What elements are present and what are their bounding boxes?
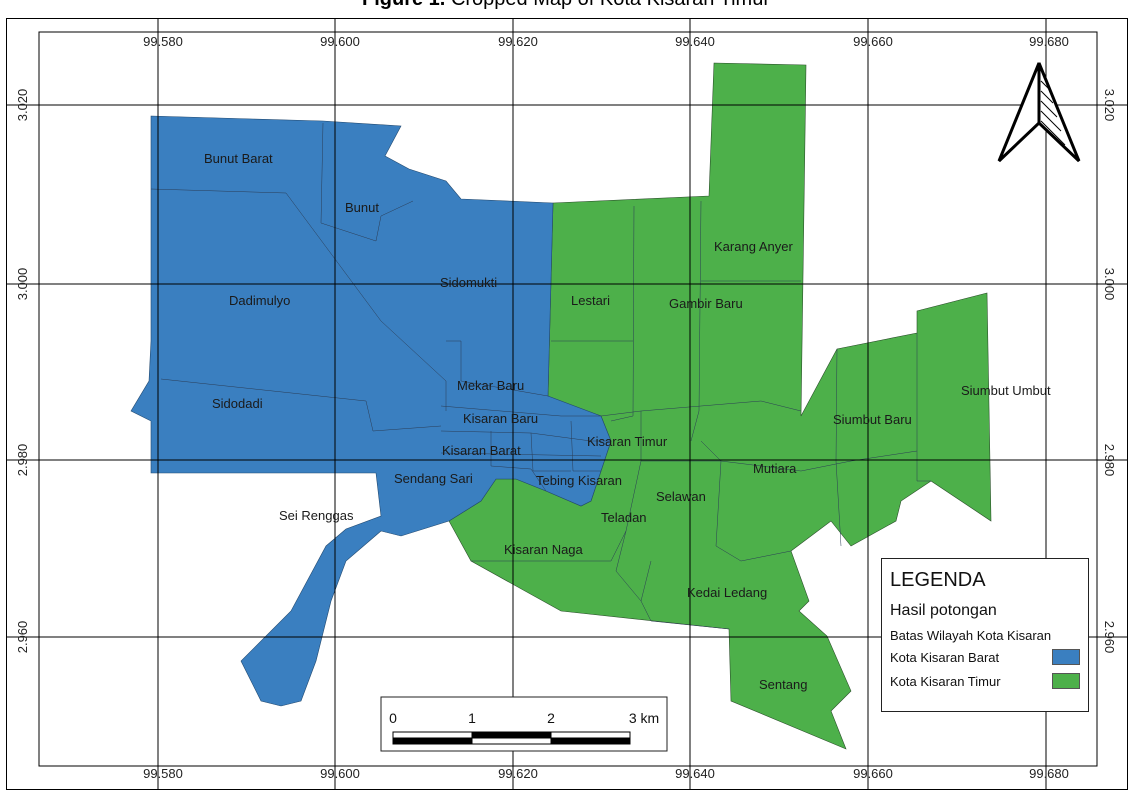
figure-caption: Figure 1. Cropped Map of Kota Kisaran Ti… [0, 0, 1132, 11]
grid-labels-top: 99.580 99.600 99.620 99.640 99.660 99.68… [143, 34, 1069, 49]
x-label-bottom-6: 99.680 [1029, 766, 1069, 781]
scale-seg-1b [392, 737, 473, 745]
place-mutiara[interactable]: Mutiara [753, 461, 797, 476]
place-sendang-sari[interactable]: Sendang Sari [394, 471, 473, 486]
scale-seg-3 [550, 731, 631, 739]
legend-item-timur-label: Kota Kisaran Timur [890, 673, 1001, 689]
place-karang-anyer[interactable]: Karang Anyer [714, 239, 793, 254]
grid-labels-right: 3.020 3.000 2.980 2.960 [1102, 89, 1117, 654]
x-label-bottom-4: 99.640 [675, 766, 715, 781]
x-label-top-3: 99.620 [498, 34, 538, 49]
x-label-top-2: 99.600 [320, 34, 360, 49]
scale-seg-3b [550, 737, 631, 745]
place-sei-renggas[interactable]: Sei Renggas [279, 508, 354, 523]
y-label-left-4: 2.960 [15, 621, 30, 654]
legend-item-barat-label: Kota Kisaran Barat [890, 649, 1000, 665]
place-teladan[interactable]: Teladan [601, 510, 647, 525]
place-kisaran-naga[interactable]: Kisaran Naga [504, 542, 584, 557]
place-dadimulyo[interactable]: Dadimulyo [229, 293, 290, 308]
legend-item-timur[interactable]: Kota Kisaran Timur [890, 673, 1080, 689]
place-sidomukti[interactable]: Sidomukti [440, 275, 497, 290]
place-siumbut-umbut[interactable]: Siumbut Umbut [961, 383, 1051, 398]
x-label-top-4: 99.640 [675, 34, 715, 49]
north-arrow-icon [997, 62, 1081, 163]
place-sentang[interactable]: Sentang [759, 677, 807, 692]
scale-label-1: 1 [468, 710, 476, 726]
legend-swatch-barat [1052, 649, 1080, 665]
place-selawan[interactable]: Selawan [656, 489, 706, 504]
place-gambir-baru[interactable]: Gambir Baru [669, 296, 743, 311]
x-label-top-1: 99.580 [143, 34, 183, 49]
scale-label-2: 2 [547, 710, 555, 726]
x-label-top-6: 99.680 [1029, 34, 1069, 49]
scale-label-3: 3 km [629, 710, 659, 726]
y-label-left-1: 3.020 [15, 89, 30, 122]
scale-seg-2 [471, 731, 552, 739]
grid-labels-left: 3.020 3.000 2.980 2.960 [15, 89, 30, 654]
legend-group: Batas Wilayah Kota Kisaran [890, 628, 1052, 643]
place-labels: Bunut Barat Bunut Sidomukti Dadimulyo Si… [204, 151, 1051, 692]
place-bunut-barat[interactable]: Bunut Barat [204, 151, 273, 166]
y-label-right-4: 2.960 [1102, 621, 1117, 654]
figure-title: Cropped Map of Kota Kisaran Timur [451, 0, 770, 10]
place-siumbut-baru[interactable]: Siumbut Baru [833, 412, 912, 427]
place-kedai-ledang[interactable]: Kedai Ledang [687, 585, 767, 600]
y-label-left-2: 3.000 [15, 268, 30, 301]
map-frame: 99.580 99.600 99.620 99.640 99.660 99.68… [6, 18, 1128, 790]
x-label-bottom-5: 99.660 [853, 766, 893, 781]
x-label-bottom-2: 99.600 [320, 766, 360, 781]
region-kota-kisaran-barat[interactable] [130, 115, 612, 707]
legend-swatch-timur [1052, 673, 1080, 689]
figure-label: Figure 1. [362, 0, 445, 10]
place-lestari[interactable]: Lestari [571, 293, 610, 308]
legend-subtitle: Hasil potongan [890, 602, 997, 619]
scale-seg-1 [392, 731, 473, 739]
coordinate-grid [7, 19, 1127, 789]
legend-title: LEGENDA [890, 569, 986, 591]
map-inner-frame [38, 31, 1098, 767]
legend: LEGENDA Hasil potongan Batas Wilayah Kot… [881, 558, 1089, 712]
place-kisaran-barat[interactable]: Kisaran Barat [442, 443, 521, 458]
y-label-right-2: 3.000 [1102, 268, 1117, 301]
place-kisaran-baru[interactable]: Kisaran Baru [463, 411, 538, 426]
village-boundaries [150, 122, 931, 630]
scale-bar: 0 1 2 3 km [380, 696, 668, 752]
grid-labels-bottom: 99.580 99.600 99.620 99.640 99.660 99.68… [143, 766, 1069, 781]
y-label-left-3: 2.980 [15, 444, 30, 477]
place-sidodadi[interactable]: Sidodadi [212, 396, 263, 411]
map-canvas[interactable]: 99.580 99.600 99.620 99.640 99.660 99.68… [7, 19, 1127, 789]
y-label-right-3: 2.980 [1102, 444, 1117, 477]
scale-label-0: 0 [389, 710, 397, 726]
x-label-bottom-3: 99.620 [498, 766, 538, 781]
y-label-right-1: 3.020 [1102, 89, 1117, 122]
x-label-bottom-1: 99.580 [143, 766, 183, 781]
place-kisaran-timur[interactable]: Kisaran Timur [587, 434, 668, 449]
scale-seg-2b [471, 737, 552, 745]
x-label-top-5: 99.660 [853, 34, 893, 49]
place-bunut[interactable]: Bunut [345, 200, 379, 215]
place-mekar-baru[interactable]: Mekar Baru [457, 378, 524, 393]
place-tebing-kisaran[interactable]: Tebing Kisaran [536, 473, 622, 488]
legend-item-barat[interactable]: Kota Kisaran Barat [890, 649, 1080, 665]
